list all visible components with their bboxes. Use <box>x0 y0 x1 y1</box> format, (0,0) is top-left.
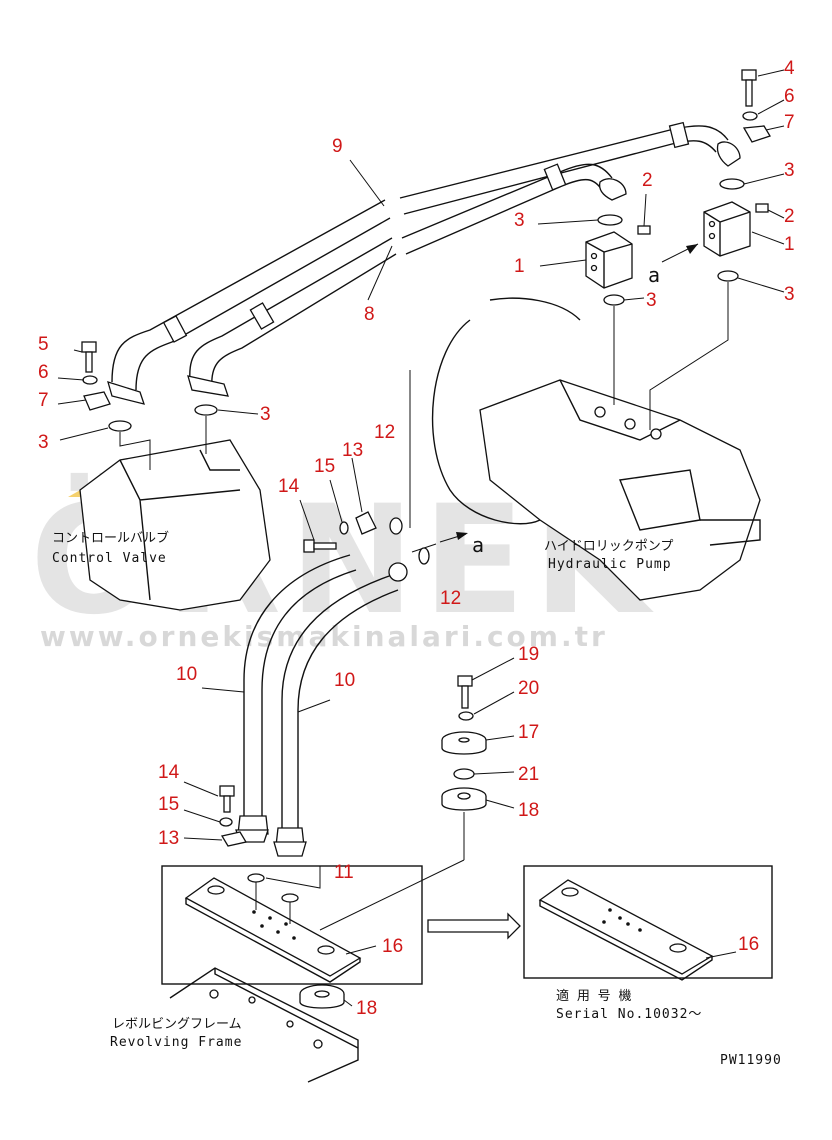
drawing-number: PW11990 <box>720 1053 782 1068</box>
callout-19: 19 <box>518 644 539 665</box>
callout-21: 21 <box>518 764 539 785</box>
callout-6-top: 6 <box>784 86 795 107</box>
clamp-13-lower <box>220 831 248 847</box>
hose-10-right <box>273 562 408 857</box>
revolving-frame-label-jp: レボルビングフレーム <box>112 1017 242 1032</box>
plug-2-right <box>755 203 769 213</box>
oring-3-right <box>717 270 739 282</box>
bolt-14-mid <box>303 539 337 553</box>
oring-3-pump <box>603 294 625 306</box>
callout-3-right: 3 <box>784 284 795 305</box>
callout-14-lower: 14 <box>158 762 180 783</box>
callout-3-valve-right: 3 <box>260 404 271 425</box>
washer-6-left <box>82 375 98 385</box>
control-valve-label-jp: コントロールバルブ <box>52 530 169 546</box>
ref-mark-a-lower: a <box>472 533 485 557</box>
callout-5: 5 <box>38 334 49 355</box>
oring-12-upper <box>389 517 403 535</box>
callout-2-right: 2 <box>784 206 795 227</box>
callout-12-lower: 12 <box>440 588 461 609</box>
clamp-13-mid <box>355 511 377 535</box>
leader-lines <box>57 69 785 1007</box>
callout-13-mid: 13 <box>342 440 363 461</box>
callout-15-lower: 15 <box>158 794 179 815</box>
callout-7-left: 7 <box>38 390 49 411</box>
clamp-7-top <box>742 125 771 143</box>
callout-7-top: 7 <box>784 112 795 133</box>
callout-3-pump: 3 <box>646 290 657 311</box>
callout-20: 20 <box>518 678 539 699</box>
revolving-frame <box>169 967 359 1083</box>
hydraulic-pump <box>431 282 761 601</box>
callout-3-valve: 3 <box>38 432 49 453</box>
hose-10-left <box>235 554 357 843</box>
detail-frame-left <box>161 859 465 985</box>
mount-17 <box>441 731 487 755</box>
washer-6-top <box>742 111 758 121</box>
callout-3-center: 3 <box>514 210 525 231</box>
callout-numbers: 4 6 7 3 2 1 3 9 2 3 1 3 8 5 6 7 3 3 14 1… <box>38 58 795 1019</box>
hydraulic-pump-label-en: Hydraulic Pump <box>548 557 672 572</box>
hydraulic-pump-label-jp: ハイドロリックポンプ <box>544 539 673 554</box>
callout-17: 17 <box>518 722 539 743</box>
control-valve <box>79 404 271 611</box>
washer-20 <box>458 711 474 721</box>
revolving-frame-label-en: Revolving Frame <box>110 1035 242 1050</box>
clamp-7-left <box>83 391 111 411</box>
hose-9 <box>107 121 741 405</box>
bolt-4 <box>741 69 757 107</box>
mount-18-upper <box>441 787 487 811</box>
arrow-a-head <box>686 244 698 254</box>
serial-label-jp: 適 用 号 機 <box>556 988 631 1004</box>
bolt-5 <box>81 341 97 373</box>
callout-2-center: 2 <box>642 170 653 191</box>
oring-12-lower <box>418 547 430 565</box>
callout-18-lower: 18 <box>356 998 377 1019</box>
callout-18-upper: 18 <box>518 800 539 821</box>
serial-label-en: Serial No.10032～ <box>556 1007 702 1022</box>
washer-21 <box>453 768 475 780</box>
arrow-detail <box>427 912 521 940</box>
callout-4: 4 <box>784 58 795 79</box>
bolt-14-lower <box>219 785 235 813</box>
callout-9: 9 <box>332 136 343 157</box>
oring-3-center <box>597 214 623 226</box>
plug-2-center <box>637 225 651 235</box>
callout-14-mid: 14 <box>278 476 300 497</box>
callout-3-top: 3 <box>784 160 795 181</box>
control-valve-label-en: Control Valve <box>52 551 167 566</box>
hose-8 <box>187 163 627 397</box>
callout-13-lower: 13 <box>158 828 179 849</box>
callout-8: 8 <box>364 304 375 325</box>
callout-10-left: 10 <box>176 664 197 685</box>
block-1-center <box>585 231 633 289</box>
detail-frame-right <box>523 865 773 981</box>
mount-18-lower <box>299 984 345 1009</box>
ref-mark-a-upper: a <box>648 263 661 287</box>
callout-16-right: 16 <box>738 934 759 955</box>
callout-12-upper: 12 <box>374 422 395 443</box>
arrow-a2-head <box>456 532 468 540</box>
block-1-right <box>703 201 751 257</box>
oring-3-top <box>719 178 745 190</box>
callout-1-right: 1 <box>784 234 795 255</box>
callout-1-center: 1 <box>514 256 525 277</box>
callout-6-left: 6 <box>38 362 49 383</box>
bolt-19 <box>457 675 473 709</box>
washer-15-mid <box>339 521 349 535</box>
callout-11: 11 <box>334 862 354 883</box>
washer-15-lower <box>219 817 233 827</box>
watermark-url: www.ornekismakinalari.com.tr <box>40 620 608 653</box>
callout-10-right: 10 <box>334 670 355 691</box>
callout-16-left: 16 <box>382 936 403 957</box>
callout-15-mid: 15 <box>314 456 335 477</box>
